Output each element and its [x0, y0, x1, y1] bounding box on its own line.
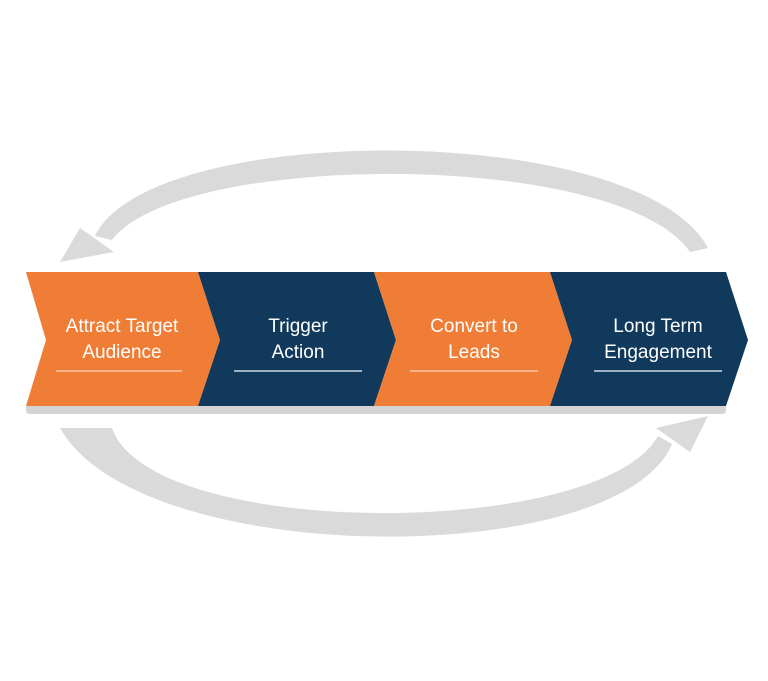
step-1-label-line2: Audience	[82, 342, 161, 363]
step-3-label-line1: Convert to	[430, 316, 518, 337]
step-4-underline	[594, 370, 722, 372]
step-2-label-line2: Action	[272, 342, 325, 363]
step-3-chevron	[374, 272, 572, 406]
step-4-label-line1: Long Term	[613, 316, 702, 337]
step-2-chevron	[198, 272, 396, 406]
step-attract-target-audience: Attract Target Audience	[26, 272, 220, 406]
top-cycle-arrow	[60, 150, 708, 262]
step-1-underline	[56, 370, 182, 372]
step-long-term-engagement: Long Term Engagement	[550, 272, 748, 406]
step-3-label-line2: Leads	[448, 342, 500, 363]
chevron-band-shadow	[26, 404, 726, 414]
bottom-cycle-arrow	[60, 416, 708, 537]
step-2-label-line1: Trigger	[268, 316, 328, 337]
step-1-chevron	[26, 272, 220, 406]
step-3-underline	[410, 370, 538, 372]
step-4-label-line2: Engagement	[604, 342, 712, 363]
step-2-underline	[234, 370, 362, 372]
step-convert-to-leads: Convert to Leads	[374, 272, 572, 406]
step-4-chevron	[550, 272, 748, 406]
step-trigger-action: Trigger Action	[198, 272, 396, 406]
top-cycle-arrowhead	[60, 228, 114, 262]
bottom-cycle-arrow-body	[60, 428, 672, 537]
bottom-cycle-arrowhead	[656, 416, 708, 452]
step-1-label-line1: Attract Target	[66, 316, 179, 337]
top-cycle-arrow-body	[95, 150, 708, 252]
